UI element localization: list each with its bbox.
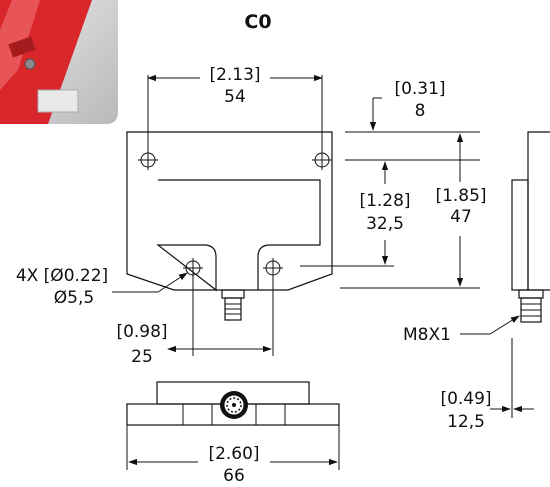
side-view [511, 131, 550, 323]
dim-hole-spacing: [0.98] 25 [116, 276, 274, 367]
dim-inner-height-inch: [1.28] [359, 191, 410, 211]
connector-callout: M8X1 [403, 315, 520, 345]
dim-holes: 4X [Ø0.22] Ø5,5 [16, 266, 188, 308]
dim-holes-inch: 4X [Ø0.22] [16, 266, 108, 286]
dim-total-height-mm: 47 [450, 207, 472, 227]
dim-top-width-inch: [2.13] [209, 65, 260, 85]
front-view-outline [126, 131, 333, 321]
dim-hole-spacing-mm: 25 [131, 347, 153, 367]
dim-bottom-width: [2.60] 66 [126, 425, 340, 486]
dim-hole-spacing-inch: [0.98] [116, 322, 167, 342]
dim-total-height-inch: [1.85] [435, 186, 486, 206]
connector-face [220, 391, 248, 419]
dim-bottom-width-mm: 66 [223, 466, 245, 486]
mounting-hole [138, 150, 158, 170]
dim-right-offset-inch: [0.31] [394, 79, 445, 99]
dim-top-width-mm: 54 [224, 87, 246, 107]
dim-side-depth-inch: [0.49] [440, 389, 491, 409]
dim-bottom-width-inch: [2.60] [208, 444, 259, 464]
dim-right-offset: [0.31] 8 [345, 79, 480, 161]
bottom-view [126, 381, 340, 426]
dim-inner-height: [1.28] 32,5 [300, 161, 411, 267]
connector-label: M8X1 [403, 325, 451, 345]
dim-total-height: [1.85] 47 [340, 133, 487, 289]
dim-side-depth: [0.49] 12,5 [440, 338, 534, 432]
dim-right-offset-mm: 8 [415, 101, 426, 121]
drawing-title: C0 [244, 11, 271, 33]
connector [221, 289, 245, 321]
dim-holes-mm: Ø5,5 [54, 288, 94, 308]
mounting-hole [263, 258, 283, 278]
dim-side-depth-mm: 12,5 [447, 412, 485, 432]
dim-top-width: [2.13] 54 [147, 65, 323, 152]
product-photo [0, 0, 118, 124]
mounting-hole [183, 258, 203, 278]
mounting-hole [312, 150, 332, 170]
dim-inner-height-mm: 32,5 [366, 214, 404, 234]
